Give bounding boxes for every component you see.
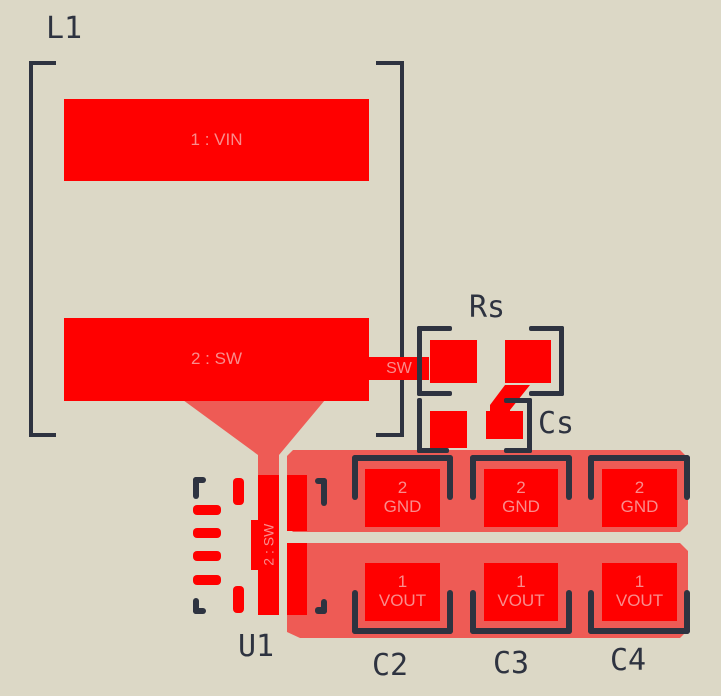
- C3-outline-tr: [566, 455, 572, 500]
- L1-outline-right: [400, 61, 404, 437]
- Rs-outline-br: [529, 391, 564, 396]
- pin-number: 1: [397, 572, 408, 592]
- U1-corner-br: [321, 599, 327, 614]
- Rs-pad-2[interactable]: [505, 340, 551, 383]
- pin-number: 2: [397, 478, 408, 498]
- ref-Rs: Rs: [469, 290, 506, 325]
- U1-corner-tl-h: [193, 477, 206, 483]
- net-name: GND: [502, 497, 540, 516]
- U1-corner-br-h: [315, 607, 327, 614]
- C2-outline-tl: [352, 455, 358, 500]
- L1-outline-br: [376, 433, 404, 437]
- C3-outline-tl: [470, 455, 476, 500]
- sw-trace[interactable]: SW: [369, 357, 429, 380]
- C2-outline-bottom: [352, 628, 453, 634]
- L1-pad-1[interactable]: 1 : VIN: [64, 99, 369, 181]
- C2-outline-top: [352, 455, 453, 461]
- L1-outline-bl: [29, 433, 56, 437]
- C4-outline-tr: [684, 455, 690, 500]
- Rs-outline-tr: [529, 326, 564, 331]
- Cs-outline-left: [417, 398, 422, 453]
- ref-L1: L1: [46, 11, 83, 46]
- Cs-outline-tr: [504, 398, 532, 403]
- U1-pin-e[interactable]: [233, 478, 244, 505]
- U1-corner-tl: [193, 477, 199, 499]
- ref-C3: C3: [493, 646, 530, 681]
- pad-label: 1 : VIN: [190, 129, 243, 149]
- Cs-pad-2[interactable]: [486, 411, 523, 439]
- net-name: VOUT: [615, 591, 664, 610]
- C4-outline-bl: [588, 590, 594, 634]
- pin-number: 2: [634, 478, 645, 498]
- pin-number: 1: [634, 572, 645, 592]
- Rs-pad-1[interactable]: [430, 340, 477, 383]
- Cs-outline-bl: [417, 448, 449, 453]
- Rs-outline-bl: [417, 391, 452, 396]
- C3-outline-bl: [470, 590, 476, 634]
- U1-pin-sw-tab[interactable]: [251, 520, 259, 570]
- Rs-outline-tl: [417, 326, 452, 331]
- net-name: GND: [383, 497, 422, 516]
- U1-pin-c[interactable]: [193, 551, 221, 561]
- L1-outline-left: [29, 61, 33, 437]
- U1-pad-gnd[interactable]: [287, 475, 307, 531]
- net-name: GND: [620, 497, 659, 516]
- C3-pad-2-gnd[interactable]: 2 GND: [484, 469, 558, 527]
- U1-pad-2-sw[interactable]: 2 : SW: [258, 475, 279, 615]
- C4-pad-2-gnd[interactable]: 2 GND: [602, 469, 677, 527]
- net-name: VOUT: [378, 591, 427, 610]
- pad-label: 2 : SW: [259, 523, 276, 566]
- Rs-outline-left: [417, 326, 422, 396]
- C4-outline-top: [588, 455, 690, 461]
- U1-pad-vout[interactable]: [287, 543, 307, 615]
- C4-pad-1-vout[interactable]: 1 VOUT: [602, 563, 677, 621]
- U1-pin-a[interactable]: [193, 505, 221, 515]
- U1-corner-bl-h: [193, 608, 206, 614]
- ref-C2: C2: [372, 648, 409, 683]
- L1-outline-tr: [376, 61, 404, 65]
- net-name: VOUT: [497, 591, 545, 610]
- ref-C4: C4: [610, 643, 647, 678]
- C4-outline-bottom: [588, 628, 690, 634]
- L1-pad-2[interactable]: 2 : SW: [64, 318, 369, 401]
- C2-outline-br: [447, 590, 453, 634]
- Cs-outline-right: [527, 398, 532, 453]
- U1-pin-b[interactable]: [193, 528, 221, 538]
- C4-outline-br: [684, 590, 690, 634]
- U1-pin-f[interactable]: [233, 586, 244, 613]
- pin-number: 1: [516, 572, 526, 592]
- C2-outline-tr: [447, 455, 453, 500]
- pin-number: 2: [516, 478, 526, 498]
- U1-pin-d[interactable]: [193, 575, 221, 585]
- C3-outline-br: [566, 590, 572, 634]
- U1-corner-tr-h: [315, 478, 327, 484]
- C3-outline-bottom: [470, 628, 572, 634]
- Cs-outline-br: [504, 448, 532, 453]
- Rs-outline-right: [559, 326, 564, 396]
- C2-outline-bl: [352, 590, 358, 634]
- U1-corner-tr: [321, 478, 327, 506]
- ref-Cs: Cs: [538, 406, 575, 441]
- C3-pad-1-vout[interactable]: 1 VOUT: [484, 563, 558, 621]
- Cs-pad-1[interactable]: [430, 411, 467, 448]
- pad-label: 2 : SW: [190, 349, 242, 369]
- L1-outline-tl: [29, 61, 56, 65]
- C2-pad-1-vout[interactable]: 1 VOUT: [365, 563, 440, 621]
- trace-label: SW: [386, 359, 412, 377]
- U1-corner-bl: [193, 598, 199, 614]
- C4-outline-tl: [588, 455, 594, 500]
- C2-pad-2-gnd[interactable]: 2 GND: [365, 469, 440, 527]
- C3-outline-top: [470, 455, 572, 461]
- ref-U1: U1: [238, 629, 275, 664]
